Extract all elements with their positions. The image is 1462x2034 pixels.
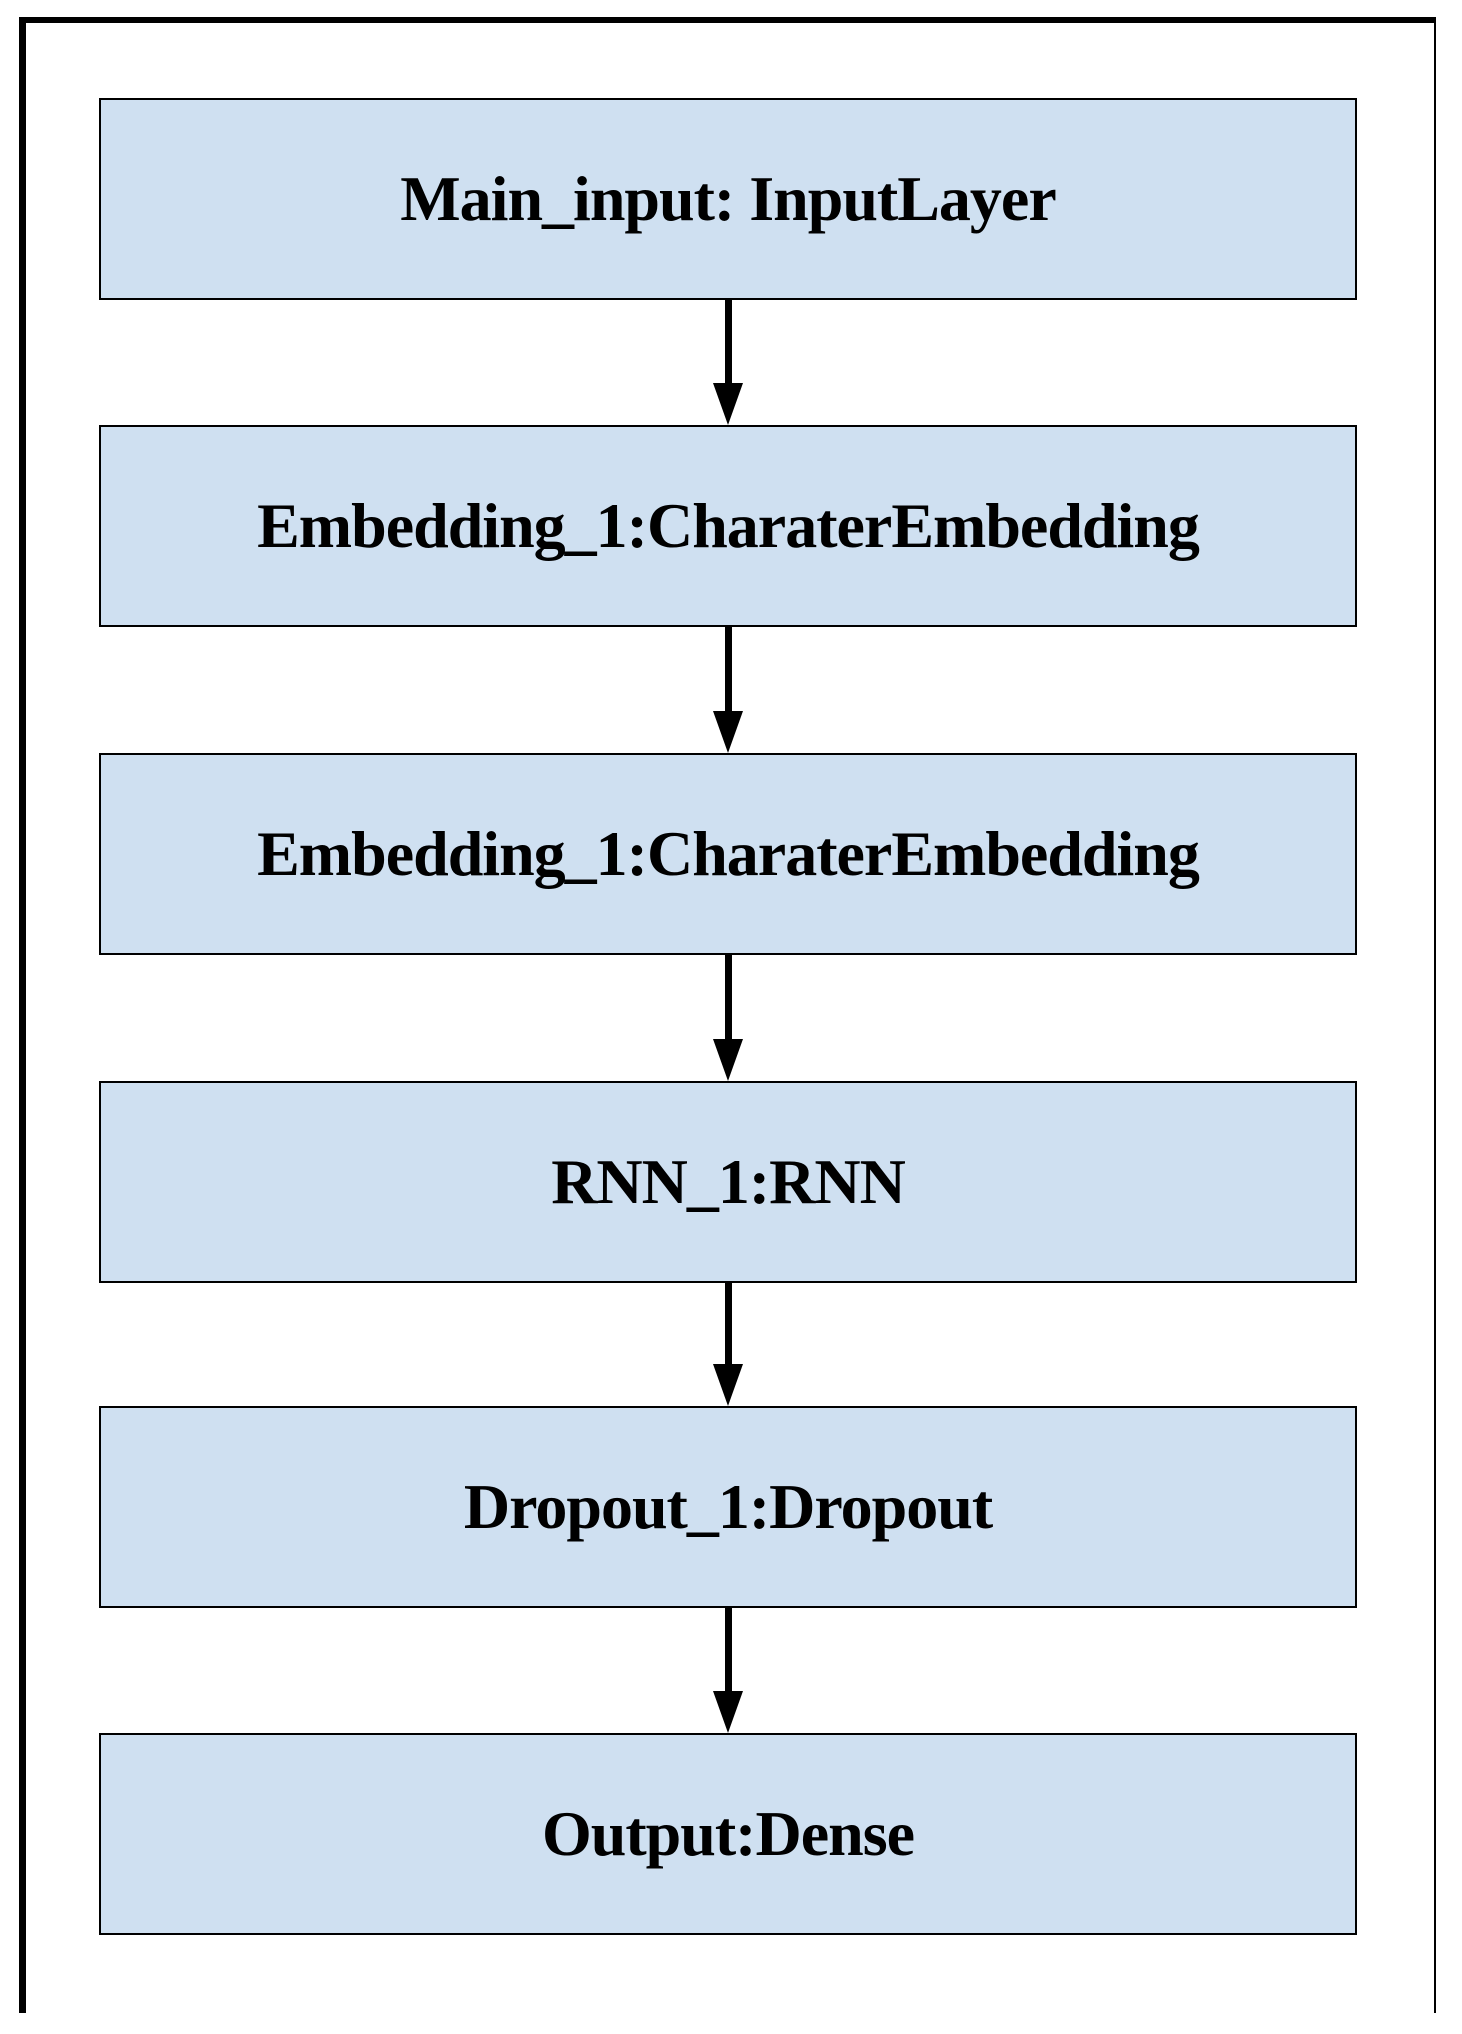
layer-box-embedding-1b: Embedding_1:CharaterEmbedding [99,753,1357,955]
layer-box-output: Output:Dense [99,1733,1357,1935]
arrow-connector-2 [0,627,1462,753]
arrow-connector-5 [0,1608,1462,1733]
arrow-line [725,953,732,1041]
layer-box-embedding-1a: Embedding_1:CharaterEmbedding [99,425,1357,627]
outer-frame [19,17,1436,2013]
arrow-line [725,300,732,385]
layer-label-dropout-1: Dropout_1:Dropout [463,1471,993,1542]
arrow-down-icon [713,383,743,425]
layer-label-embedding-1a: Embedding_1:CharaterEmbedding [257,490,1200,561]
arrow-line [725,627,732,713]
arrow-connector-1 [0,300,1462,425]
arrow-line [725,1608,732,1693]
arrow-connector-4 [0,1283,1462,1406]
layer-label-rnn-1: RNN_1:RNN [551,1146,906,1217]
layer-box-main-input: Main_input: InputLayer [99,98,1357,300]
layer-box-dropout-1: Dropout_1:Dropout [99,1406,1357,1608]
layer-label-main-input: Main_input: InputLayer [400,163,1056,234]
layer-label-output: Output:Dense [541,1798,915,1869]
layer-label-embedding-1b: Embedding_1:CharaterEmbedding [257,818,1200,889]
arrow-down-icon [713,711,743,753]
arrow-connector-3 [0,953,1462,1081]
arrow-down-icon [713,1364,743,1406]
arrow-line [725,1283,732,1366]
layer-box-rnn-1: RNN_1:RNN [99,1081,1357,1283]
arrow-down-icon [713,1039,743,1081]
arrow-down-icon [713,1691,743,1733]
